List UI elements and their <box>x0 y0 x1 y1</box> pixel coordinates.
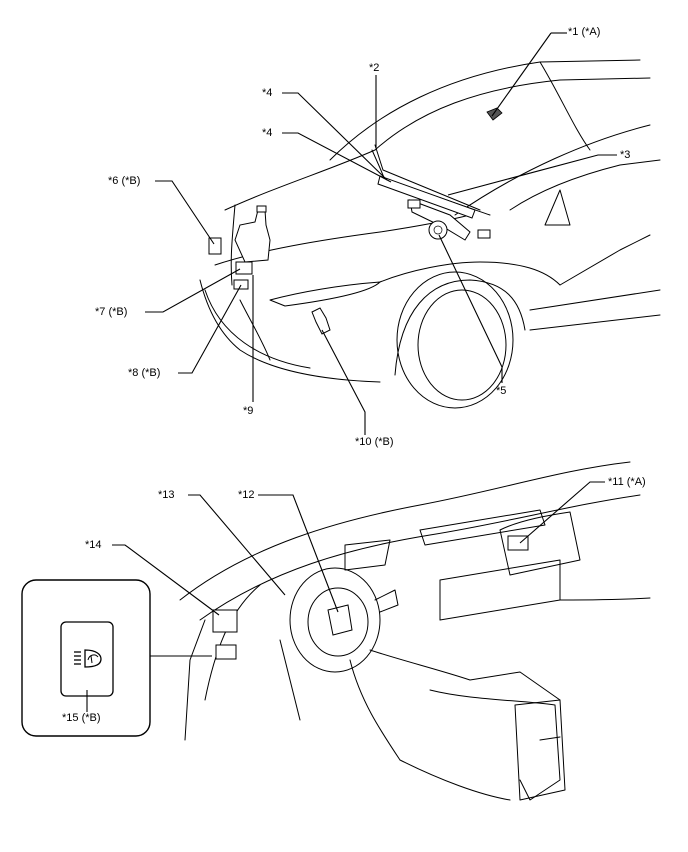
callout-4-lower: *4 <box>262 127 273 139</box>
callout-7: *7 (*B) <box>95 306 128 318</box>
callout-6: *6 (*B) <box>108 175 141 187</box>
rain-sensor <box>486 107 503 121</box>
vehicle-front-illustration <box>199 59 661 409</box>
callout-11: *11 (*A) <box>608 476 646 488</box>
callout-4-upper: *4 <box>262 87 273 99</box>
callout-3: *3 <box>620 149 631 161</box>
callout-14: *14 <box>85 539 102 551</box>
callout-13: *13 <box>158 489 175 501</box>
callout-9: *9 <box>243 405 254 417</box>
callout-15: *15 (*B) <box>62 712 101 724</box>
leader-lines-upper <box>145 32 617 435</box>
headlight-cleaner-switch-icon <box>74 649 102 668</box>
callout-5: *5 <box>496 385 507 397</box>
callout-2: *2 <box>369 62 380 74</box>
callout-10: *10 (*B) <box>355 436 394 448</box>
wiper-linkage-assembly <box>371 144 491 241</box>
callout-8: *8 (*B) <box>128 367 161 379</box>
leader-lines-lower <box>86 481 605 712</box>
inset-switch-detail <box>21 579 212 737</box>
callout-1: *1 (*A) <box>568 26 601 38</box>
instrument-panel-illustration <box>179 461 651 801</box>
callout-12: *12 <box>238 489 255 501</box>
headlight-cleaner-parts <box>208 237 331 335</box>
